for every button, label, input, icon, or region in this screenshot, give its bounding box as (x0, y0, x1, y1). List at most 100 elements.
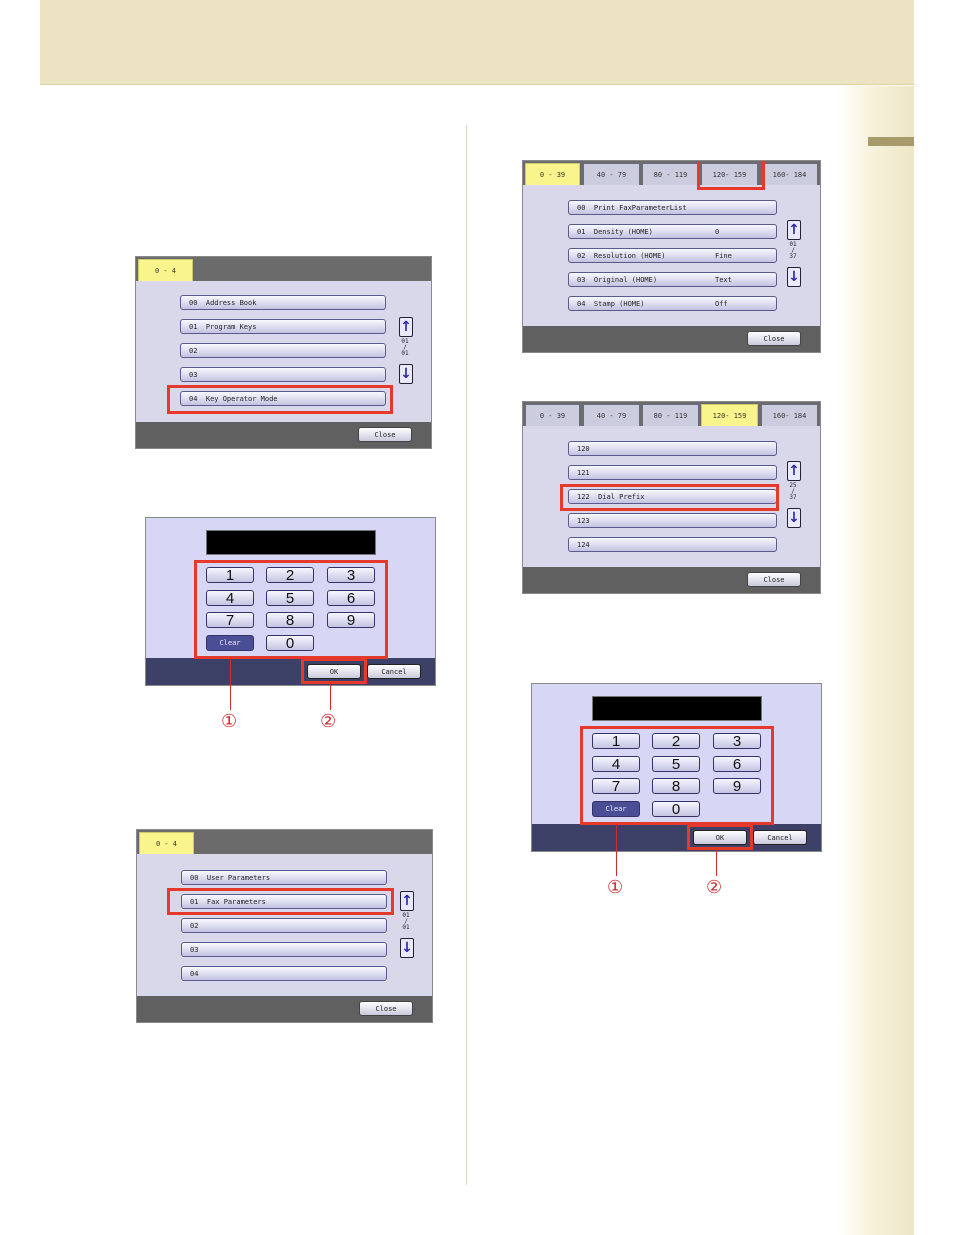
cancel-button[interactable]: Cancel (753, 830, 807, 845)
menu-item-user-parameters[interactable]: 00 User Parameters (181, 870, 387, 885)
param-121[interactable]: 121 (568, 465, 777, 480)
screen-key-operator-mode: 0 - 4 00 User Parameters 01 Fax Paramete… (136, 829, 433, 1023)
menu-item-fax-parameters[interactable]: 01 Fax Parameters (181, 894, 387, 909)
param-original[interactable]: 03 Original (HOME) Text (568, 272, 777, 287)
menu-item-02[interactable]: 02 (181, 918, 387, 933)
key-7[interactable]: 7 (206, 612, 254, 629)
menu-item-03[interactable]: 03 (181, 942, 387, 957)
menu-item-program-keys[interactable]: 01 Program Keys (180, 319, 386, 334)
page-total: 37 (789, 494, 797, 501)
key-0[interactable]: 0 (652, 801, 700, 818)
key-6[interactable]: 6 (327, 590, 375, 607)
close-button[interactable]: Close (747, 331, 801, 346)
key-7[interactable]: 7 (592, 778, 640, 795)
arrow-up-icon[interactable]: ↑ (787, 220, 801, 240)
page-current: 01 (401, 338, 409, 345)
key-4[interactable]: 4 (592, 756, 640, 773)
menu-item-02[interactable]: 02 (180, 343, 386, 358)
key-3[interactable]: 3 (713, 733, 761, 750)
close-button[interactable]: Close (747, 572, 801, 587)
key-5[interactable]: 5 (266, 590, 314, 607)
screen-keypad: 1 2 3 4 5 6 7 8 9 Clear 0 OK Cancel (145, 517, 436, 686)
header-band (40, 0, 914, 85)
ok-button[interactable]: OK (307, 664, 361, 679)
tab-80-119[interactable]: 80 - 119 (642, 404, 699, 426)
key-9[interactable]: 9 (327, 612, 375, 629)
key-6[interactable]: 6 (713, 756, 761, 773)
page-sep: / (791, 247, 795, 254)
key-0[interactable]: 0 (266, 635, 314, 652)
screen-main-menu: 0 - 4 00 Address Book 01 Program Keys 02… (135, 256, 432, 449)
param-resolution[interactable]: 02 Resolution (HOME)Fine (568, 248, 777, 263)
param-120[interactable]: 120 (568, 441, 777, 456)
arrow-up-icon[interactable]: ↑ (399, 317, 413, 337)
arrow-down-icon[interactable]: ↓ (399, 364, 413, 384)
page-total: 01 (402, 924, 410, 931)
menu-item-address-book[interactable]: 00 Address Book (180, 295, 386, 310)
param-124[interactable]: 124 (568, 537, 777, 552)
tab-40-79[interactable]: 40 - 79 (583, 404, 640, 426)
menu-item-03[interactable]: 03 (180, 367, 386, 382)
cancel-button[interactable]: Cancel (367, 664, 421, 679)
close-button[interactable]: Close (358, 427, 412, 442)
clear-button[interactable]: Clear (592, 801, 640, 817)
param-stamp[interactable]: 04 Stamp (HOME)Off (568, 296, 777, 311)
ok-button[interactable]: OK (693, 830, 747, 845)
password-display (206, 530, 376, 555)
page-indicator: 01 / 01 (398, 339, 412, 357)
key-4[interactable]: 4 (206, 590, 254, 607)
param-print-list[interactable]: 00 Print FaxParameterList (568, 200, 777, 215)
close-button[interactable]: Close (359, 1001, 413, 1016)
param-value: 0 (715, 227, 720, 236)
page-current: 01 (402, 912, 410, 919)
menu-item-04[interactable]: 04 (181, 966, 387, 981)
tab-80-119[interactable]: 80 - 119 (642, 163, 699, 185)
page-indicator: 01 / 37 (786, 242, 800, 260)
tab-0-4[interactable]: 0 - 4 (139, 832, 194, 854)
tab-40-79[interactable]: 40 - 79 (583, 163, 640, 185)
key-5[interactable]: 5 (652, 756, 700, 773)
column-divider (466, 125, 467, 1185)
callout-2: ② (706, 877, 723, 898)
arrow-down-icon[interactable]: ↓ (787, 267, 801, 287)
param-density[interactable]: 01 Density (HOME) 0 (568, 224, 777, 239)
callout-line-2 (330, 683, 331, 710)
param-label: 01 Density (HOME) (577, 227, 653, 236)
tab-160-184[interactable]: 160- 184 (761, 404, 818, 426)
arrow-down-icon[interactable]: ↓ (787, 508, 801, 528)
param-label: 03 Original (HOME) (577, 275, 658, 284)
tab-160-184[interactable]: 160- 184 (761, 163, 818, 185)
tab-120-159[interactable]: 120- 159 (701, 163, 758, 185)
arrow-down-icon[interactable]: ↓ (400, 938, 414, 958)
key-9[interactable]: 9 (713, 778, 761, 795)
param-value: Off (715, 299, 728, 308)
arrow-up-icon[interactable]: ↑ (787, 461, 801, 481)
callout-line-1 (230, 658, 231, 710)
param-dial-prefix[interactable]: 122 Dial Prefix (568, 489, 777, 504)
page-sep: / (403, 344, 407, 351)
tab-0-4[interactable]: 0 - 4 (138, 259, 193, 281)
key-3[interactable]: 3 (327, 567, 375, 584)
page-sep: / (791, 488, 795, 495)
tab-0-39[interactable]: 0 - 39 (525, 404, 580, 426)
key-2[interactable]: 2 (652, 733, 700, 750)
clear-button[interactable]: Clear (206, 635, 254, 651)
screen-fax-parameters-2: 0 - 39 40 - 79 80 - 119 120- 159 160- 18… (522, 401, 821, 594)
tab-0-39[interactable]: 0 - 39 (525, 163, 580, 185)
screen-fax-parameters-1: 0 - 39 40 - 79 80 - 119 120- 159 160- 18… (522, 160, 821, 353)
param-value: Text (715, 275, 732, 284)
callout-line-1 (616, 824, 617, 876)
param-123[interactable]: 123 (568, 513, 777, 528)
page-total: 37 (789, 253, 797, 260)
menu-item-key-operator-mode[interactable]: 04 Key Operator Mode (180, 391, 386, 406)
key-1[interactable]: 1 (206, 567, 254, 584)
key-1[interactable]: 1 (592, 733, 640, 750)
page-indicator: 25 / 37 (786, 483, 800, 501)
key-8[interactable]: 8 (652, 778, 700, 795)
tab-120-159[interactable]: 120- 159 (701, 404, 758, 426)
page-indicator: 01 / 01 (399, 913, 413, 931)
key-8[interactable]: 8 (266, 612, 314, 629)
callout-line-2 (716, 849, 717, 876)
arrow-up-icon[interactable]: ↑ (400, 891, 414, 911)
key-2[interactable]: 2 (266, 567, 314, 584)
